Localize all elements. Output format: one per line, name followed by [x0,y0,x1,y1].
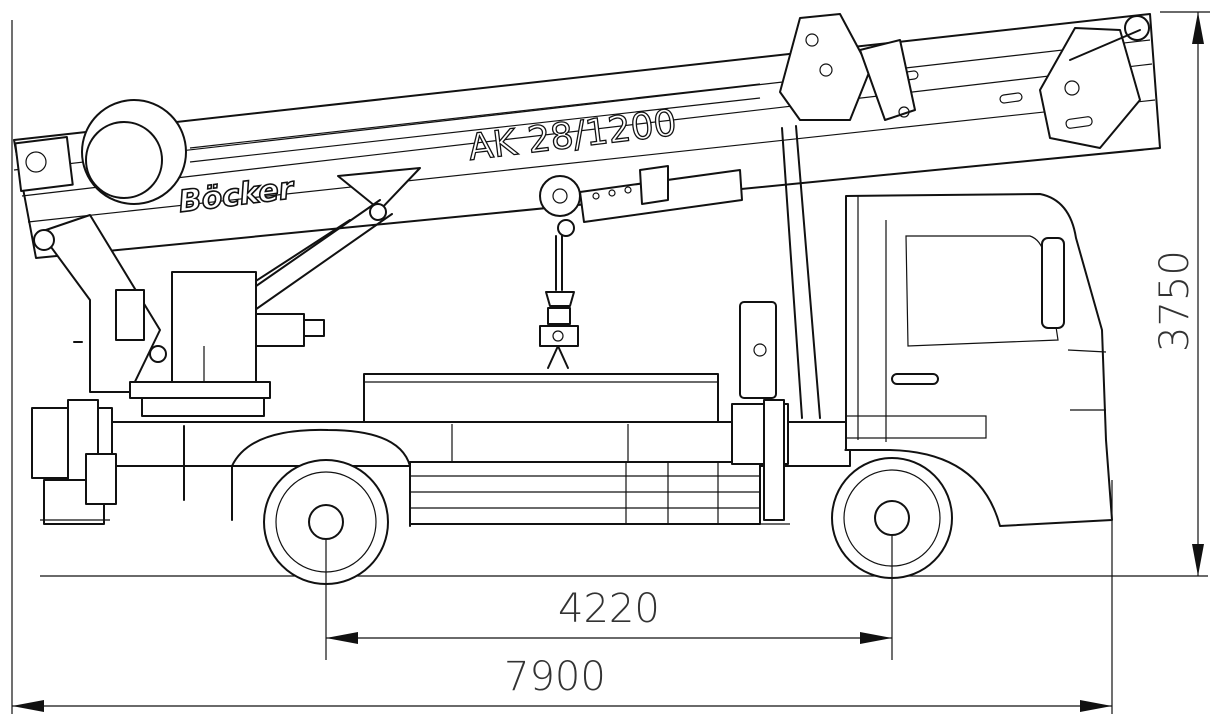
winch-and-hook [539,175,581,369]
dimension-overall-height: 3750 [1152,11,1210,576]
telescopic-boom: Böcker AK 28/1200 [13,13,1161,259]
wheelbase-value: 4220 [558,586,660,632]
truck-cab [844,193,1113,527]
chassis [31,125,851,527]
overall-height-value: 3750 [1152,250,1198,352]
dimension-wheelbase: 4220 [325,536,893,660]
dimension-overall-length: 7900 [11,20,1113,714]
overall-length-value: 7900 [504,654,606,700]
rear-wheel [263,459,389,585]
turret-and-cylinders [33,199,393,417]
